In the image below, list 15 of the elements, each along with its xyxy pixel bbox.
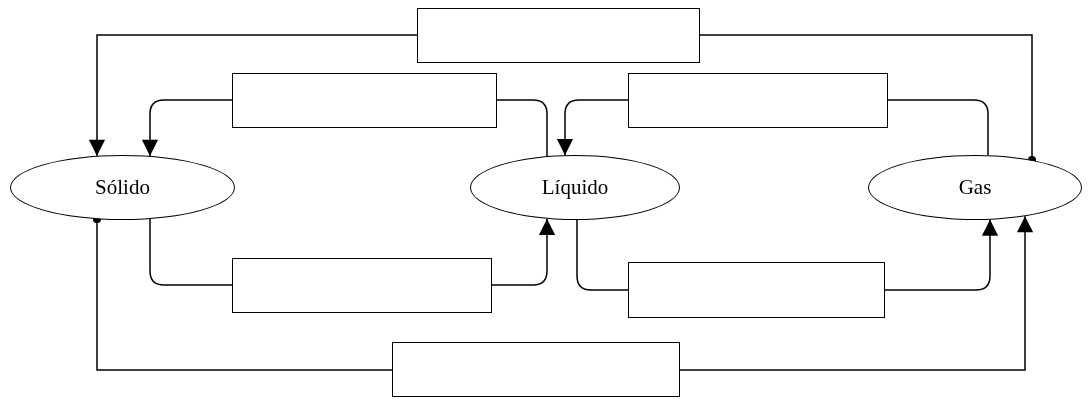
empty-box: [417, 8, 700, 63]
state-label: Líquido: [541, 175, 609, 200]
connector-arrow: [88, 34, 418, 157]
empty-box: [628, 262, 885, 318]
connector-arrow: [141, 99, 233, 157]
empty-box: [628, 73, 888, 128]
empty-box: [392, 342, 680, 397]
connector-arrow: [679, 215, 1034, 371]
empty-box: [232, 73, 497, 128]
state-label: Gas: [958, 175, 992, 200]
empty-box: [232, 258, 492, 313]
connector-arrow: [884, 218, 999, 291]
state-label: Sólido: [95, 175, 150, 200]
connector-arrow: [556, 99, 629, 156]
connector-arrow: [491, 218, 556, 286]
